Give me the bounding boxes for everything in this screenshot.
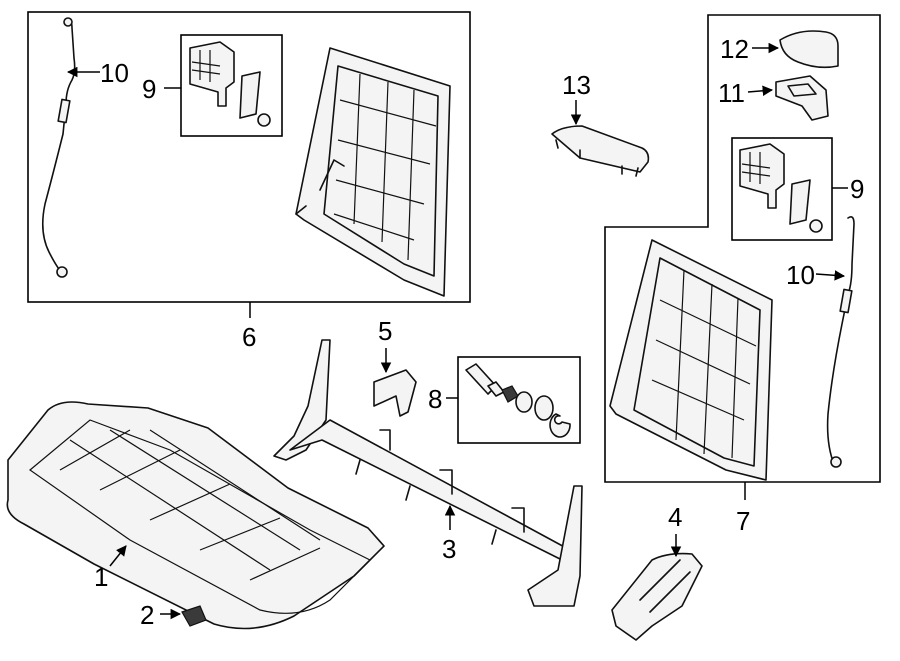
callout-4: 4	[668, 502, 682, 532]
group-box-6	[27, 11, 471, 303]
seatback-frame-left	[295, 47, 451, 297]
pivot-cover	[373, 369, 417, 417]
callout-1: 1	[94, 562, 108, 592]
callout-3: 3	[442, 534, 456, 564]
inset-box-8	[457, 356, 581, 444]
bezel	[775, 75, 829, 121]
clip	[181, 605, 207, 627]
pivot-trim	[611, 552, 703, 641]
pivot-hardware	[465, 363, 571, 438]
inset-box-9-right	[731, 137, 833, 241]
seat-cushion-frame	[6, 401, 385, 630]
crossmember	[273, 339, 583, 607]
inset-box-9-left	[180, 34, 283, 137]
group-box-7	[604, 14, 881, 483]
seatback-frame-right	[609, 239, 773, 481]
latch-bracket-right	[739, 143, 823, 233]
callout-12: 12	[720, 34, 749, 64]
release-cable-right	[826, 216, 855, 468]
callout-8: 8	[428, 384, 442, 414]
callout-7: 7	[736, 506, 750, 536]
release-cable-left	[41, 17, 76, 278]
callout-11: 11	[718, 78, 745, 108]
callout-10-left: 10	[100, 58, 129, 88]
trim-cap	[779, 30, 839, 69]
callout-9-right: 9	[850, 174, 864, 204]
callout-6: 6	[242, 322, 256, 352]
callout-2: 2	[140, 600, 154, 630]
callout-9-left: 9	[142, 74, 156, 104]
latch-bracket-left	[189, 41, 271, 127]
callout-5: 5	[378, 316, 392, 346]
callout-13: 13	[562, 70, 591, 100]
armrest-cover	[551, 125, 650, 177]
callout-10-right: 10	[786, 260, 815, 290]
